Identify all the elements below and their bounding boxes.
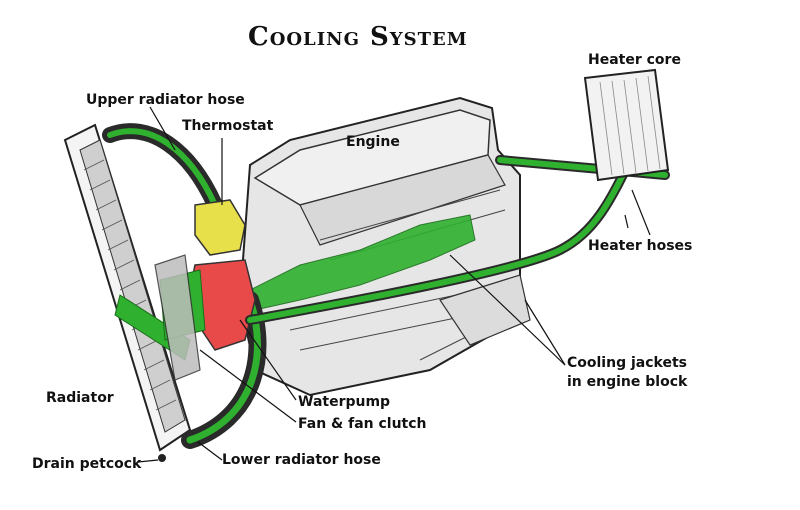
fan-blade [154,254,201,381]
diagram-title: Cooling System [248,22,468,52]
label-cooling-jackets-line2: in engine block [567,374,688,390]
label-heater-core: Heater core [588,52,681,68]
heater-core-frame [583,68,670,182]
engine-block [238,96,531,397]
leader-heater-hoses-2 [631,189,651,236]
fan-assembly [154,254,206,381]
label-radiator: Radiator [46,390,114,406]
leader-upper-radiator-hose [149,106,176,151]
engine-lower-housing [439,274,531,346]
intake-manifold [299,154,506,246]
cooling-jackets-coolant [249,214,476,311]
leader-lower-radiator-hose [197,441,223,461]
label-fan-clutch: Fan & fan clutch [298,416,427,432]
label-lower-radiator-hose: Lower radiator hose [222,452,381,468]
label-engine: Engine [346,134,400,150]
heater-core-fins [599,75,661,176]
label-upper-radiator-hose: Upper radiator hose [86,92,245,108]
leader-cooling-jackets-1 [449,254,566,366]
label-waterpump: Waterpump [298,394,391,410]
thermostat-housing [194,199,246,256]
leader-drain-petcock [137,459,159,463]
leader-waterpump [239,319,297,401]
leader-cooling-jackets-2 [524,299,566,366]
radiator-core [79,139,186,433]
leader-fan-clutch [199,349,297,423]
label-drain-petcock: Drain petcock [32,456,142,472]
leader-heater-hoses-1 [624,214,629,229]
label-thermostat: Thermostat [182,118,274,134]
drain-petcock-valve [158,454,166,462]
leader-lines [137,106,651,463]
heater-hose-return-coolant [247,137,643,323]
radiator [63,123,192,452]
upper-radiator-hose-coolant [107,128,218,208]
label-heater-hoses: Heater hoses [588,238,693,254]
heater-core [583,68,670,182]
label-cooling-jackets-line1: Cooling jackets [567,355,687,371]
